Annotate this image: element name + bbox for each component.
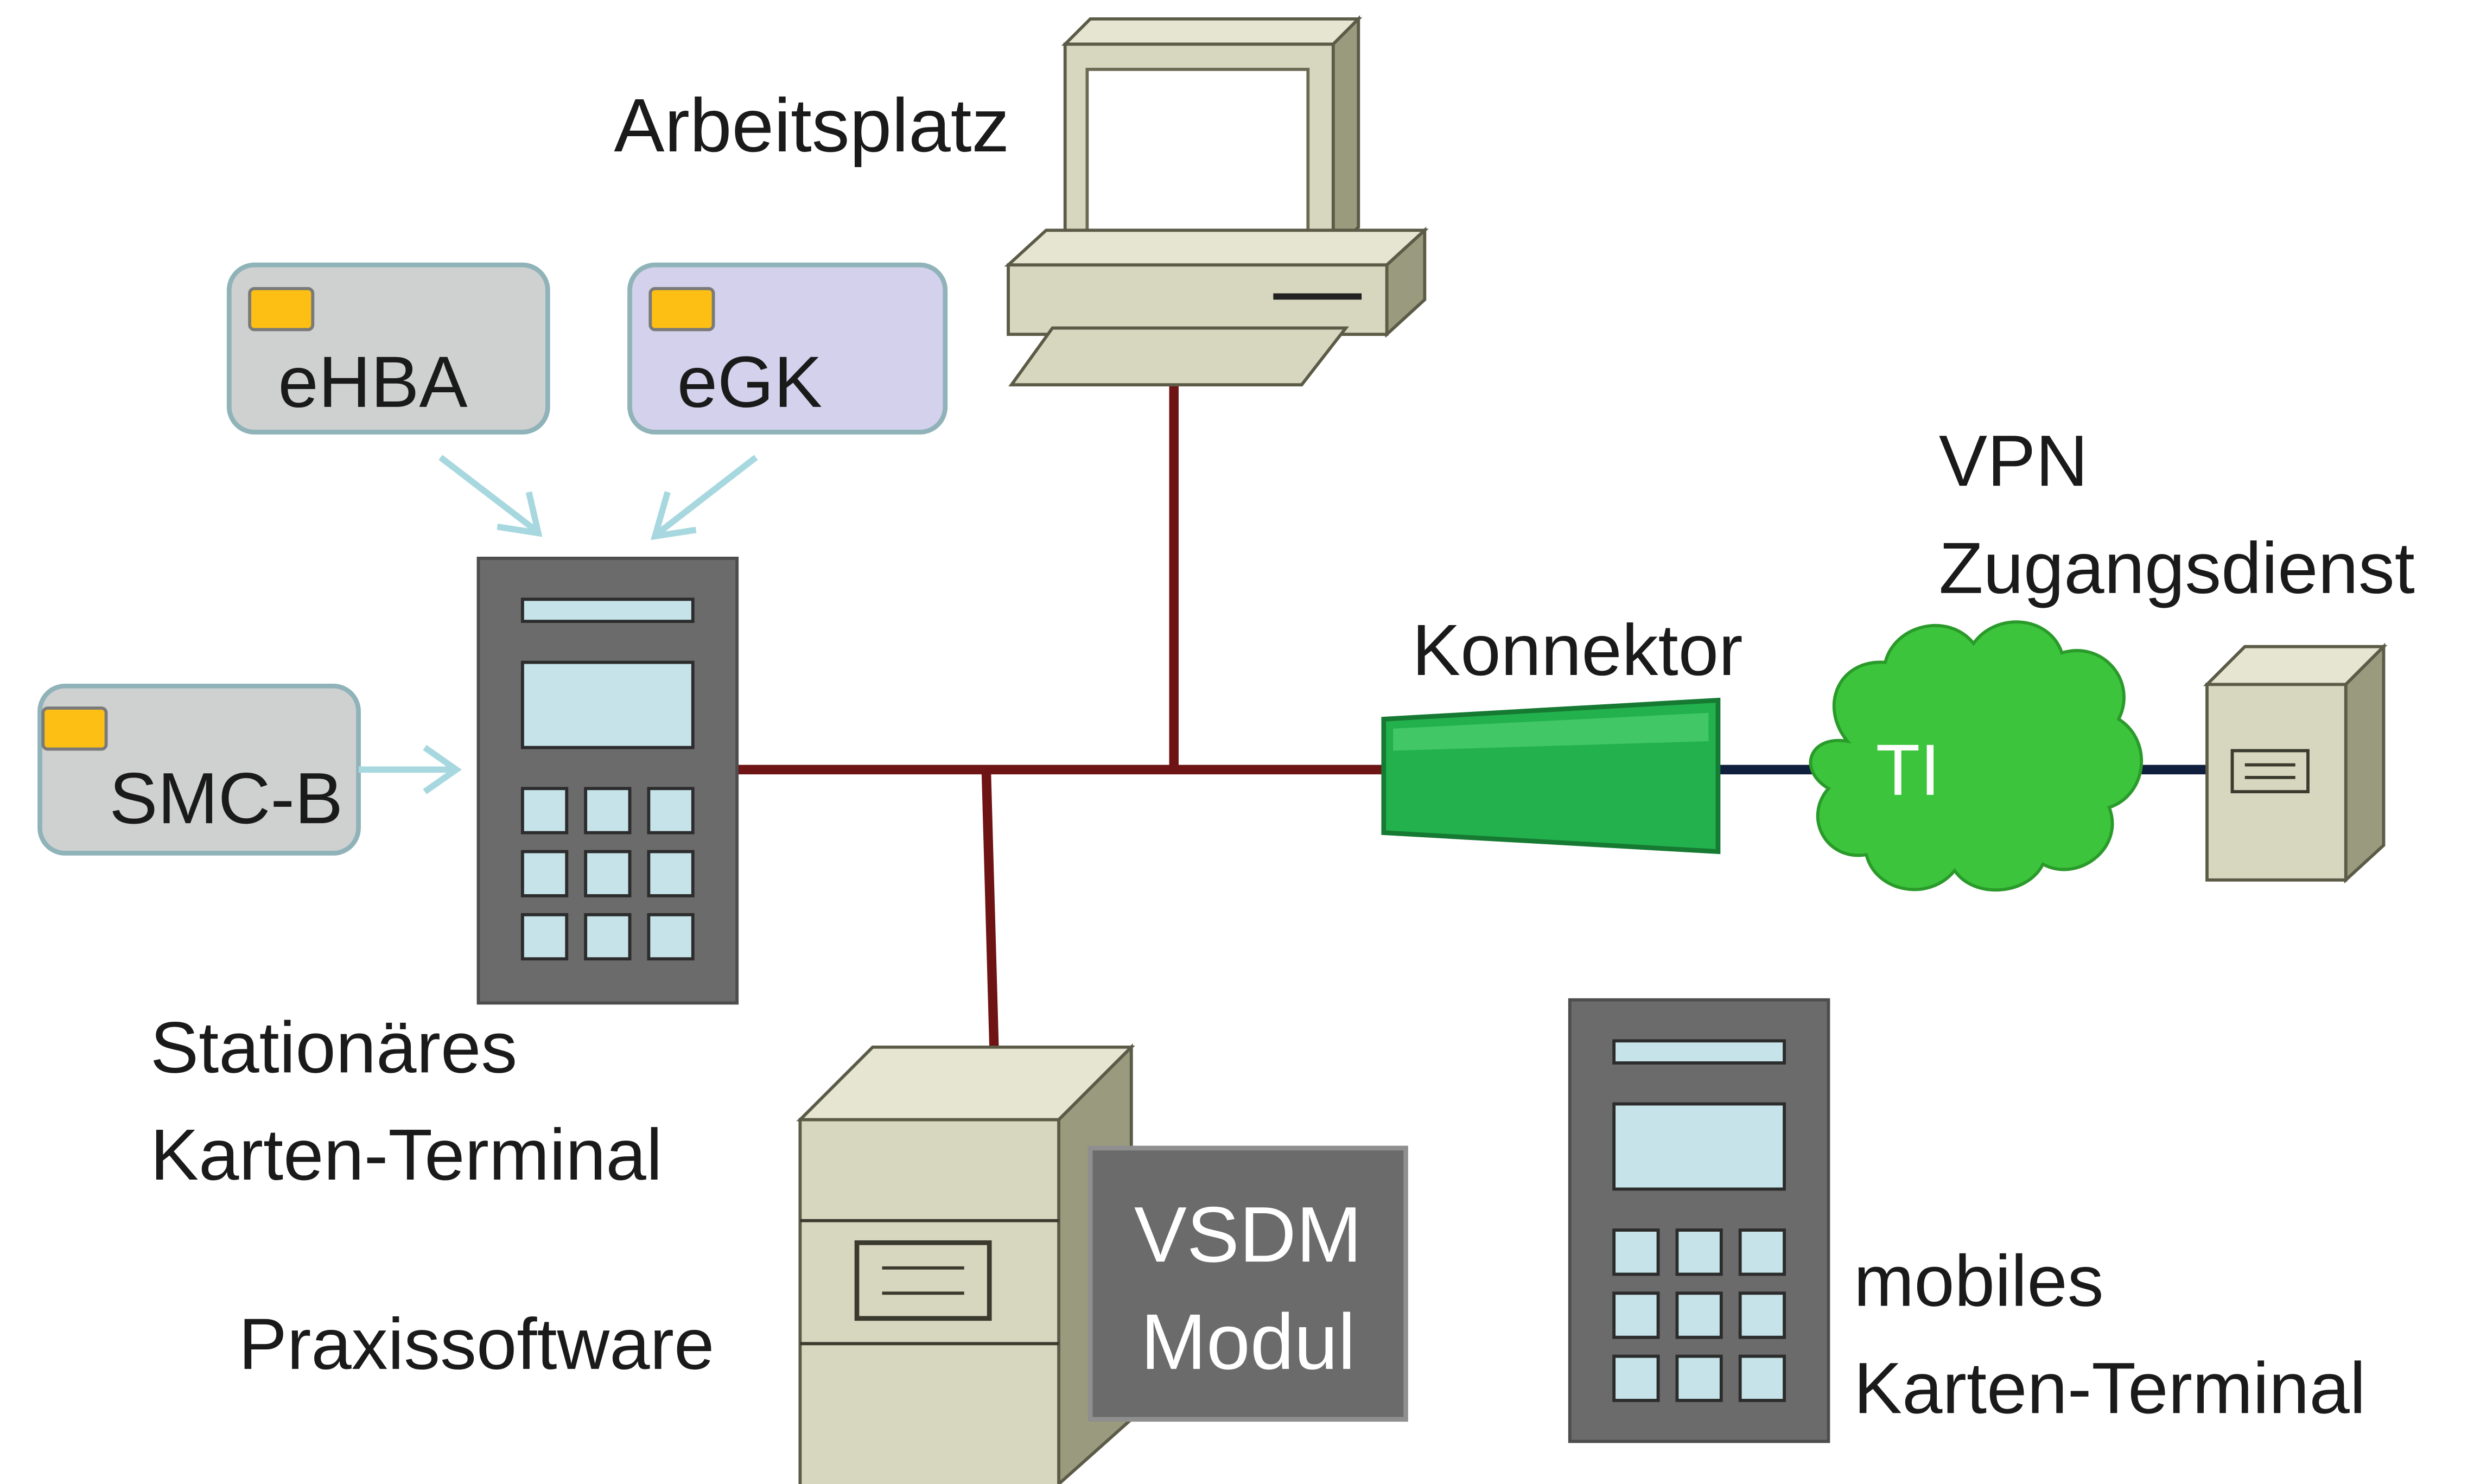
card-arrows (358, 455, 758, 794)
stationary-terminal-label-line1: Stationäres (150, 1007, 517, 1088)
card-chip-icon (248, 286, 315, 332)
vsdm-label-line2: Modul (1141, 1297, 1356, 1386)
ehba-card: eHBA (226, 262, 550, 435)
mobile-terminal-label-line2: Karten-Terminal (1854, 1348, 2366, 1429)
smcb-card: SMC-B (37, 683, 361, 856)
practice-software-label: Praxissoftware (239, 1304, 715, 1385)
workstation-label: Arbeitsplatz (614, 83, 1009, 168)
stationary-card-terminal-icon (476, 556, 739, 1005)
card-chip-icon (41, 706, 108, 751)
practice-software-link (981, 769, 999, 1049)
stationary-terminal-label-line2: Karten-Terminal (150, 1114, 663, 1195)
ti-cloud-icon: TI (1809, 620, 2144, 892)
vpn-label-line1: VPN (1939, 421, 2088, 501)
network-lines (734, 378, 1385, 1049)
egk-card: eGK (627, 262, 948, 435)
egk-arrow (656, 455, 758, 536)
vsdm-label-line1: VSDM (1134, 1190, 1362, 1278)
smcb-label: SMC-B (109, 758, 343, 839)
workstation-computer-icon (1004, 15, 1429, 387)
egk-label: eGK (677, 342, 823, 423)
konnektor-label: Konnektor (1412, 610, 1742, 691)
vpn-server-icon (2203, 642, 2388, 884)
vpn-label-line2: Zugangsdienst (1939, 528, 2415, 609)
mobile-card-terminal-icon (1568, 998, 1830, 1443)
practice-server-icon (796, 1043, 1135, 1484)
card-chip-icon (648, 286, 715, 332)
konnektor-icon (1381, 697, 1721, 855)
ti-label: TI (1876, 730, 1941, 811)
vsdm-module-box: VSDM Modul (1087, 1145, 1408, 1422)
mobile-terminal-label-line1: mobiles (1854, 1241, 2104, 1322)
ehba-arrow (438, 455, 537, 533)
ehba-label: eHBA (278, 342, 467, 423)
